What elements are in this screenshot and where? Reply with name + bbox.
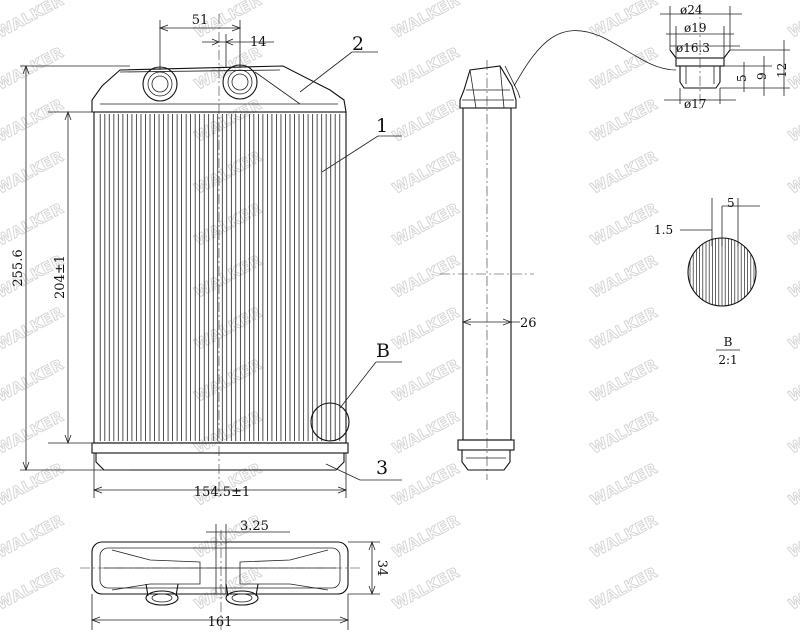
detail-b-label: B: [724, 335, 733, 349]
dim-pipe-spacing: 51: [192, 13, 209, 28]
detail-b-scale: 2:1: [718, 353, 737, 367]
dim-d16: ø16.3: [676, 41, 710, 55]
watermark-text: WALKER: [0, 95, 67, 145]
front-view: 255.6 204±1 154.5±1 51 14 2 1 B: [11, 13, 402, 500]
dim-thickness: 26: [520, 316, 537, 331]
watermark-text: WALKER: [587, 199, 660, 249]
dim-fin-gap: 1.5: [654, 223, 673, 237]
pipe-detail: ø24 ø19 ø16.3 ø17 5 9 12: [660, 3, 790, 111]
detail-leader: [513, 30, 677, 87]
watermark-text: WALKER: [0, 199, 67, 249]
watermark-text: WALKER: [785, 563, 800, 613]
bottom-view: 161 34 3.25: [80, 519, 389, 630]
detail-b: 1.5 5 B 2:1: [654, 196, 760, 367]
watermark-text: WALKER: [389, 303, 462, 353]
watermark-text: WALKER: [0, 355, 67, 405]
watermark-text: WALKER: [389, 563, 462, 613]
watermark-text: WALKER: [0, 303, 67, 353]
watermark-text: WALKER: [0, 407, 67, 457]
watermark-text: WALKER: [587, 511, 660, 561]
watermark-text: WALKER: [389, 355, 462, 405]
watermark-text: WALKER: [389, 199, 462, 249]
dim-d24: ø24: [680, 3, 703, 17]
watermark-text: WALKER: [785, 199, 800, 249]
outlet-pipe: [222, 64, 258, 100]
watermark-text: WALKER: [587, 407, 660, 457]
watermark-text: WALKER: [785, 0, 800, 42]
watermark-text: WALKER: [0, 147, 67, 197]
top-tank-outline: [91, 65, 347, 113]
watermark-text: WALKER: [785, 251, 800, 301]
dim-length: 161: [208, 615, 233, 630]
dim-gap: 3.25: [240, 519, 269, 534]
watermark-text: WALKER: [0, 511, 67, 561]
side-view: 26: [440, 60, 537, 480]
bottom-tank-outline: [95, 453, 345, 471]
watermark-text: WALKER: [785, 147, 800, 197]
watermark-text: WALKER: [389, 511, 462, 561]
callout-3: 3: [376, 457, 388, 479]
watermark-text: WALKER: [785, 459, 800, 509]
watermark-text: WALKER: [0, 43, 67, 93]
dim-h5: 5: [735, 74, 749, 82]
watermark-text: WALKER: [389, 251, 462, 301]
dim-tube-pitch: 5: [727, 196, 735, 210]
watermark-text: WALKER: [0, 563, 67, 613]
dim-h9: 9: [755, 72, 769, 80]
watermark-text: WALKER: [785, 407, 800, 457]
watermark-text: WALKER: [587, 95, 660, 145]
dim-core-height: 204±1: [53, 255, 68, 299]
watermark-text: WALKER: [587, 459, 660, 509]
watermark-text: WALKER: [0, 459, 67, 509]
dim-core-width: 154.5±1: [194, 485, 250, 500]
watermark-text: WALKER: [785, 355, 800, 405]
watermark-text: WALKER: [389, 95, 462, 145]
watermark-text: WALKER: [389, 0, 462, 42]
watermark-text: WALKER: [587, 303, 660, 353]
core-tubes: [99, 114, 341, 441]
watermark-text: WALKER: [785, 511, 800, 561]
inlet-pipe: [142, 66, 178, 102]
watermark-text: WALKER: [389, 147, 462, 197]
dim-depth: 34: [374, 560, 389, 577]
watermark-text: WALKER: [785, 95, 800, 145]
dim-d19: ø19: [684, 21, 707, 35]
dim-overall-height: 255.6: [11, 249, 26, 286]
watermark-text: WALKER: [587, 355, 660, 405]
bottom-tank-flange: [91, 442, 349, 454]
watermark-text: WALKER: [389, 459, 462, 509]
callout-1: 1: [376, 115, 388, 137]
dim-pipe-offset: 14: [250, 35, 267, 50]
detail-b-marker: [310, 402, 350, 442]
watermark-text: WALKER: [389, 43, 462, 93]
watermark-text: WALKER: [587, 43, 660, 93]
watermark-text: WALKER: [587, 147, 660, 197]
watermark-text: WALKER: [785, 303, 800, 353]
watermark-text: WALKER: [587, 563, 660, 613]
callout-b: B: [376, 340, 390, 362]
callout-2: 2: [352, 33, 364, 55]
dim-h12: 12: [775, 63, 789, 78]
watermark-text: WALKER: [389, 407, 462, 457]
dim-d17: ø17: [684, 97, 707, 111]
watermark-text: WALKER: [0, 0, 67, 42]
watermark-text: WALKER: [587, 251, 660, 301]
